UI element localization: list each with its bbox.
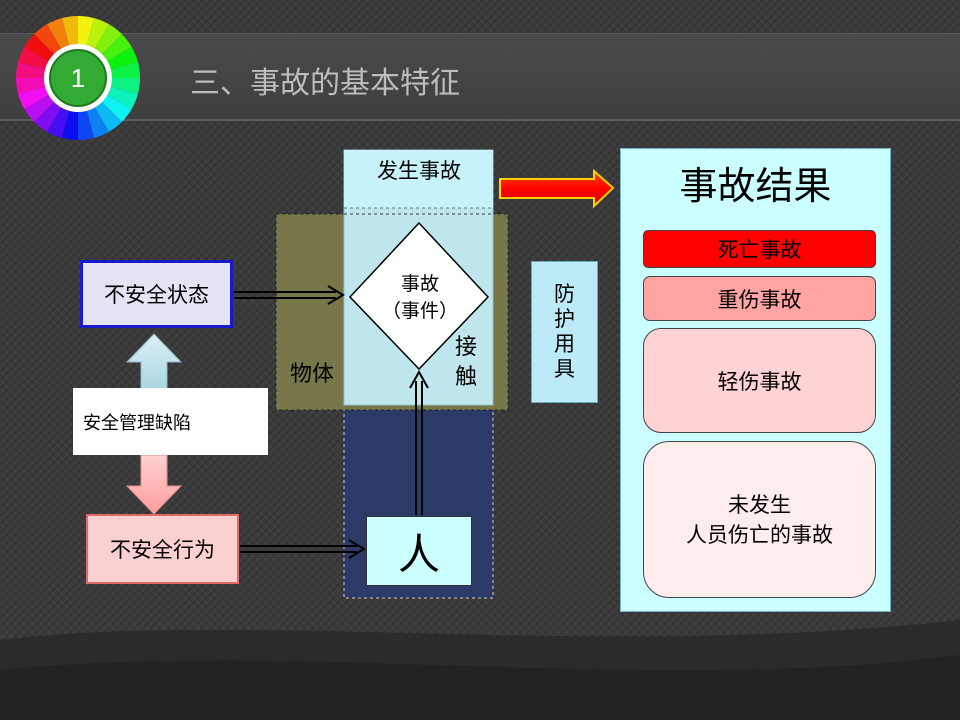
- result-no-casualty: 未发生 人员伤亡的事故: [643, 441, 876, 598]
- wheel-segment: [34, 24, 61, 54]
- wheel-segment: [86, 107, 109, 138]
- wheel-segment: [107, 47, 138, 70]
- wheel-segment: [24, 34, 54, 61]
- wheel-segment: [86, 18, 109, 49]
- bottom-wave-decoration: [0, 620, 960, 720]
- accident-occurs-box: [344, 150, 493, 208]
- wheel-segment: [61, 110, 78, 140]
- header-band: [0, 33, 960, 121]
- down-arrow-to-act: [125, 454, 183, 515]
- wheel-segment: [18, 47, 49, 70]
- object-label: 物体: [289, 362, 334, 387]
- act-to-person-arrow: [240, 539, 366, 559]
- wheel-segment: [95, 24, 122, 54]
- protective-equipment-box: 防 护 用 具: [531, 261, 598, 403]
- wheel-segment: [78, 110, 95, 140]
- to-results-arrow: [499, 168, 615, 209]
- wheel-segment: [110, 61, 140, 78]
- wheel-segment: [95, 102, 122, 132]
- wheel-segment: [47, 18, 70, 49]
- wheel-segment: [102, 34, 132, 61]
- color-wheel-segments: [15, 15, 140, 140]
- wheel-segment: [61, 15, 78, 46]
- result-minor-injury: 轻伤事故: [643, 328, 876, 433]
- results-title: 事故结果: [679, 163, 832, 208]
- management-defect-box: 安全管理缺陷: [73, 388, 268, 455]
- wheel-segment: [15, 78, 46, 95]
- wheel-segment: [34, 102, 61, 132]
- wheel-segment: [47, 107, 70, 138]
- contact-label: 接 触: [454, 335, 477, 390]
- wheel-segment: [110, 78, 140, 95]
- up-arrow-to-state: [125, 333, 183, 391]
- color-wheel-logo: 1: [15, 15, 140, 140]
- wheel-segment: [102, 95, 132, 122]
- wheel-segment: [24, 95, 54, 122]
- wheel-segment: [107, 86, 138, 109]
- slide-number: 1: [71, 63, 85, 93]
- accident-occurs-label: 发生事故: [377, 159, 461, 183]
- wave-shape-front: [0, 655, 960, 720]
- unsafe-act-box: 不安全行为: [86, 514, 239, 584]
- wheel-segment: [18, 86, 49, 109]
- accident-event-diamond: [348, 221, 490, 371]
- unsafe-state-box: 不安全状态: [80, 260, 233, 328]
- slide-title: 三、事故的基本特征: [190, 66, 460, 101]
- person-to-event-arrow: [409, 369, 429, 515]
- result-severe-injury: 重伤事故: [643, 276, 876, 321]
- slide-number-badge: [49, 49, 107, 107]
- wheel-segment: [78, 15, 95, 46]
- state-to-event-arrow: [234, 285, 345, 305]
- person-box: 人: [366, 516, 472, 586]
- wheel-segment: [15, 61, 46, 78]
- result-death: 死亡事故: [643, 230, 876, 268]
- accident-event-label: 事故 （事件）: [381, 273, 458, 322]
